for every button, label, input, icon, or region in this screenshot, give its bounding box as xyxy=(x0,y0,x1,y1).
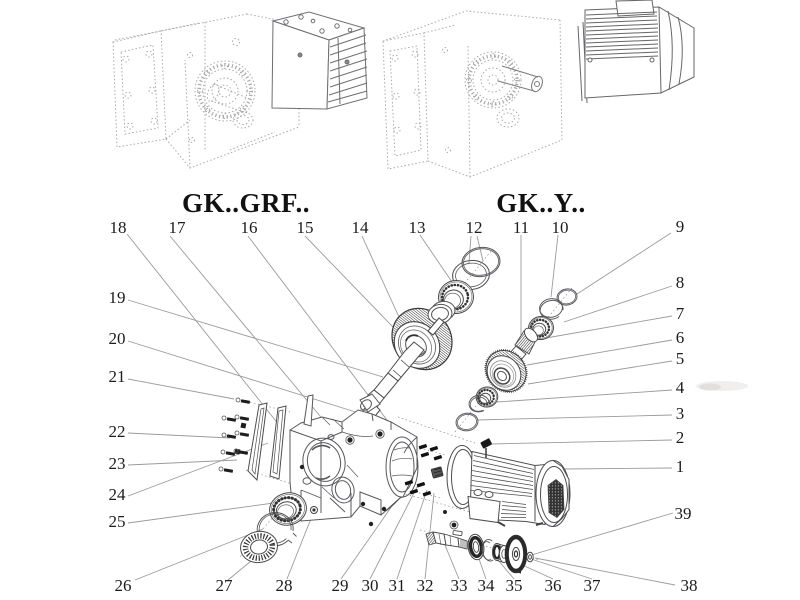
svg-text:22: 22 xyxy=(109,422,126,441)
svg-text:13: 13 xyxy=(409,218,426,237)
svg-text:31: 31 xyxy=(389,576,406,595)
svg-text:4: 4 xyxy=(676,378,685,397)
svg-text:GK..GRF..: GK..GRF.. xyxy=(182,188,310,218)
svg-text:6: 6 xyxy=(676,328,685,347)
svg-text:32: 32 xyxy=(417,576,434,595)
svg-text:15: 15 xyxy=(297,218,314,237)
svg-text:23: 23 xyxy=(109,454,126,473)
svg-text:16: 16 xyxy=(241,218,258,237)
svg-text:28: 28 xyxy=(276,576,293,595)
svg-text:1: 1 xyxy=(676,457,685,476)
svg-text:37: 37 xyxy=(584,576,602,595)
svg-text:12: 12 xyxy=(466,218,483,237)
svg-text:2: 2 xyxy=(676,428,685,447)
svg-text:10: 10 xyxy=(552,218,569,237)
svg-text:21: 21 xyxy=(109,367,126,386)
svg-text:39: 39 xyxy=(675,504,692,523)
svg-text:8: 8 xyxy=(676,273,685,292)
svg-text:35: 35 xyxy=(506,576,523,595)
svg-text:GK..Y..: GK..Y.. xyxy=(496,188,586,218)
svg-text:34: 34 xyxy=(478,576,496,595)
svg-text:3: 3 xyxy=(676,404,685,423)
svg-text:38: 38 xyxy=(681,576,698,595)
svg-text:19: 19 xyxy=(109,288,126,307)
svg-text:7: 7 xyxy=(676,304,685,323)
svg-text:11: 11 xyxy=(513,218,529,237)
svg-text:9: 9 xyxy=(676,217,685,236)
svg-text:20: 20 xyxy=(109,329,126,348)
svg-text:5: 5 xyxy=(676,349,685,368)
svg-text:33: 33 xyxy=(451,576,468,595)
svg-text:24: 24 xyxy=(109,485,127,504)
svg-text:18: 18 xyxy=(110,218,127,237)
svg-text:29: 29 xyxy=(332,576,349,595)
svg-text:17: 17 xyxy=(169,218,187,237)
svg-text:27: 27 xyxy=(216,576,234,595)
svg-text:14: 14 xyxy=(352,218,370,237)
svg-text:25: 25 xyxy=(109,512,126,531)
svg-text:30: 30 xyxy=(362,576,379,595)
svg-text:26: 26 xyxy=(115,576,132,595)
svg-text:36: 36 xyxy=(545,576,562,595)
